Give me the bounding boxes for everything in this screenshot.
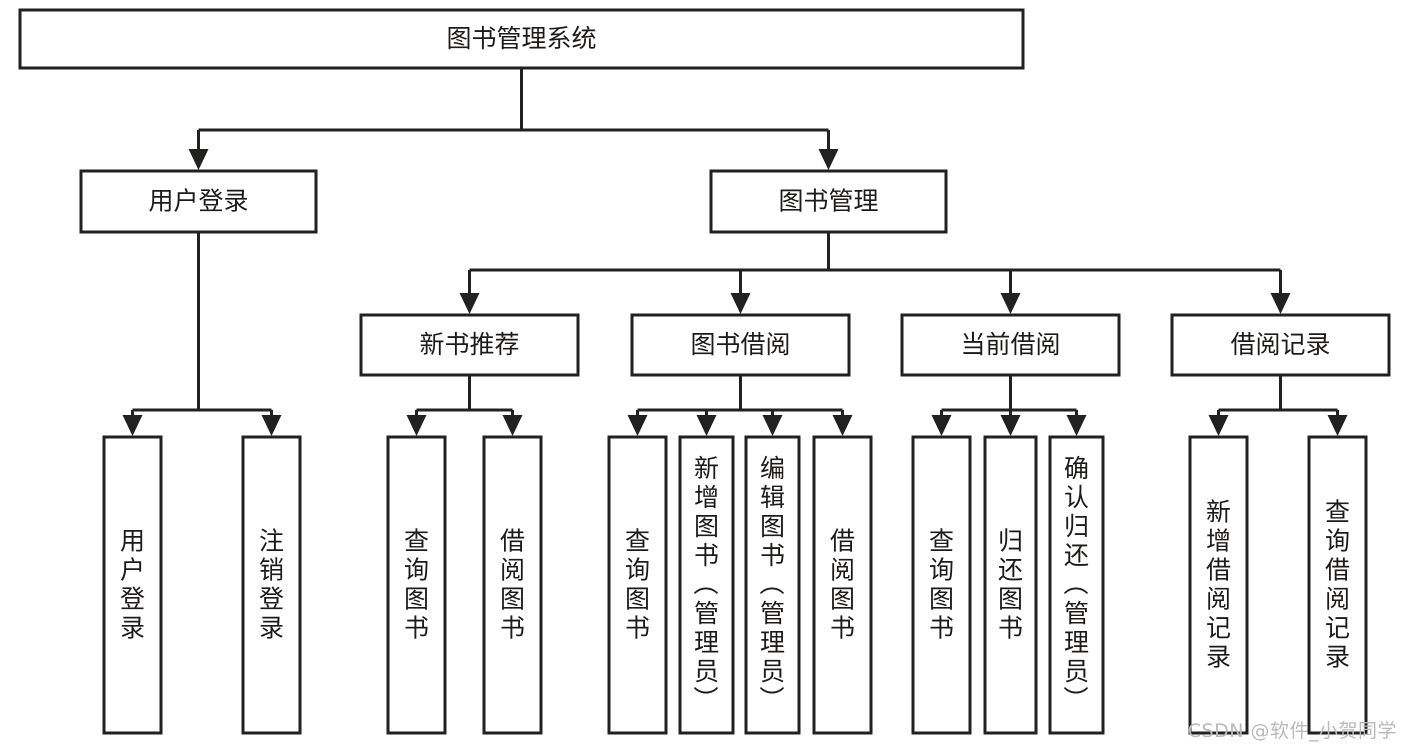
node-box[interactable]: [983, 435, 1038, 735]
node-label: 图书管理: [778, 187, 878, 216]
node-new-book-rec[interactable]: 新书推荐: [359, 313, 580, 377]
node-box[interactable]: [911, 435, 972, 735]
node-label: 查询借阅记录: [1325, 498, 1350, 672]
node-label: 查询图书: [404, 527, 429, 643]
node-leaf-borrow-book-1[interactable]: 借阅图书: [482, 435, 543, 735]
node-label: 借阅图书: [830, 527, 855, 643]
node-box[interactable]: [482, 435, 543, 735]
node-box[interactable]: [744, 435, 801, 735]
node-label: 借阅记录: [1230, 330, 1330, 359]
node-root[interactable]: 图书管理系统: [18, 8, 1025, 70]
node-box[interactable]: [607, 435, 668, 735]
node-box[interactable]: [812, 435, 873, 735]
node-user-login[interactable]: 用户登录: [79, 169, 318, 234]
arrow-head-icon: [261, 415, 282, 436]
node-leaf-user-login[interactable]: 用户登录: [102, 435, 163, 735]
node-label: 新增图书（管理员）: [694, 454, 720, 715]
node-boxes: 图书管理系统用户登录图书管理新书推荐图书借阅当前借阅借阅记录用户登录注销登录查询…: [18, 8, 1391, 735]
arrow-head-icon: [1327, 415, 1348, 436]
arrow-head-icon: [627, 415, 648, 436]
node-box[interactable]: [630, 313, 851, 377]
node-leaf-confirm-return[interactable]: 确认归还（管理员）: [1048, 435, 1105, 735]
node-label: 新增借阅记录: [1206, 498, 1231, 672]
node-box[interactable]: [241, 435, 302, 735]
node-leaf-add-book[interactable]: 新增图书（管理员）: [678, 435, 735, 735]
node-leaf-add-record[interactable]: 新增借阅记录: [1188, 435, 1249, 735]
node-box[interactable]: [1307, 435, 1368, 735]
node-label: 用户登录: [120, 527, 145, 643]
arrow-head-icon: [818, 149, 839, 170]
node-leaf-logout[interactable]: 注销登录: [241, 435, 302, 735]
node-box[interactable]: [359, 313, 580, 377]
node-box[interactable]: [1048, 435, 1105, 735]
node-box[interactable]: [386, 435, 447, 735]
node-book-manage[interactable]: 图书管理: [709, 169, 948, 234]
node-label: 查询图书: [625, 527, 650, 643]
node-label: 注销登录: [259, 527, 284, 643]
arrow-head-icon: [459, 293, 480, 314]
arrow-head-icon: [730, 293, 751, 314]
node-label: 确认归还（管理员）: [1064, 454, 1090, 715]
node-label: 查询图书: [929, 527, 954, 643]
arrow-head-icon: [1208, 415, 1229, 436]
node-leaf-query-book-2[interactable]: 查询图书: [607, 435, 668, 735]
arrow-head-icon: [502, 415, 523, 436]
arrow-head-icon: [1000, 415, 1021, 436]
watermark-text: CSDN @软件_小贺同学: [1187, 720, 1397, 742]
arrow-head-icon: [188, 149, 209, 170]
node-leaf-query-book-1[interactable]: 查询图书: [386, 435, 447, 735]
arrow-head-icon: [696, 415, 717, 436]
node-box[interactable]: [900, 313, 1121, 377]
node-label: 图书借阅: [690, 330, 790, 359]
node-label: 当前借阅: [960, 330, 1060, 359]
node-current-borrow[interactable]: 当前借阅: [900, 313, 1121, 377]
node-leaf-return-book[interactable]: 归还图书: [983, 435, 1038, 735]
node-book-borrow[interactable]: 图书借阅: [630, 313, 851, 377]
node-box[interactable]: [18, 8, 1025, 70]
node-leaf-query-book-3[interactable]: 查询图书: [911, 435, 972, 735]
node-leaf-query-record[interactable]: 查询借阅记录: [1307, 435, 1368, 735]
node-label: 图书管理系统: [446, 24, 596, 53]
node-label: 用户登录: [148, 187, 248, 216]
node-label: 归还图书: [998, 527, 1023, 643]
node-box[interactable]: [1170, 313, 1391, 377]
node-label: 编辑图书（管理员）: [760, 454, 786, 715]
arrow-head-icon: [1270, 293, 1291, 314]
node-label: 借阅图书: [500, 527, 525, 643]
arrow-head-icon: [762, 415, 783, 436]
node-borrow-record[interactable]: 借阅记录: [1170, 313, 1391, 377]
arrow-head-icon: [1066, 415, 1087, 436]
arrow-head-icon: [406, 415, 427, 436]
node-label: 新书推荐: [419, 330, 519, 359]
arrow-head-icon: [931, 415, 952, 436]
node-box[interactable]: [709, 169, 948, 234]
node-box[interactable]: [1188, 435, 1249, 735]
arrow-head-icon: [122, 415, 143, 436]
node-box[interactable]: [678, 435, 735, 735]
connector-lines: [122, 68, 1348, 436]
arrow-head-icon: [1000, 293, 1021, 314]
node-box[interactable]: [79, 169, 318, 234]
node-leaf-borrow-book-2[interactable]: 借阅图书: [812, 435, 873, 735]
node-box[interactable]: [102, 435, 163, 735]
node-leaf-edit-book[interactable]: 编辑图书（管理员）: [744, 435, 801, 735]
arrow-head-icon: [832, 415, 853, 436]
